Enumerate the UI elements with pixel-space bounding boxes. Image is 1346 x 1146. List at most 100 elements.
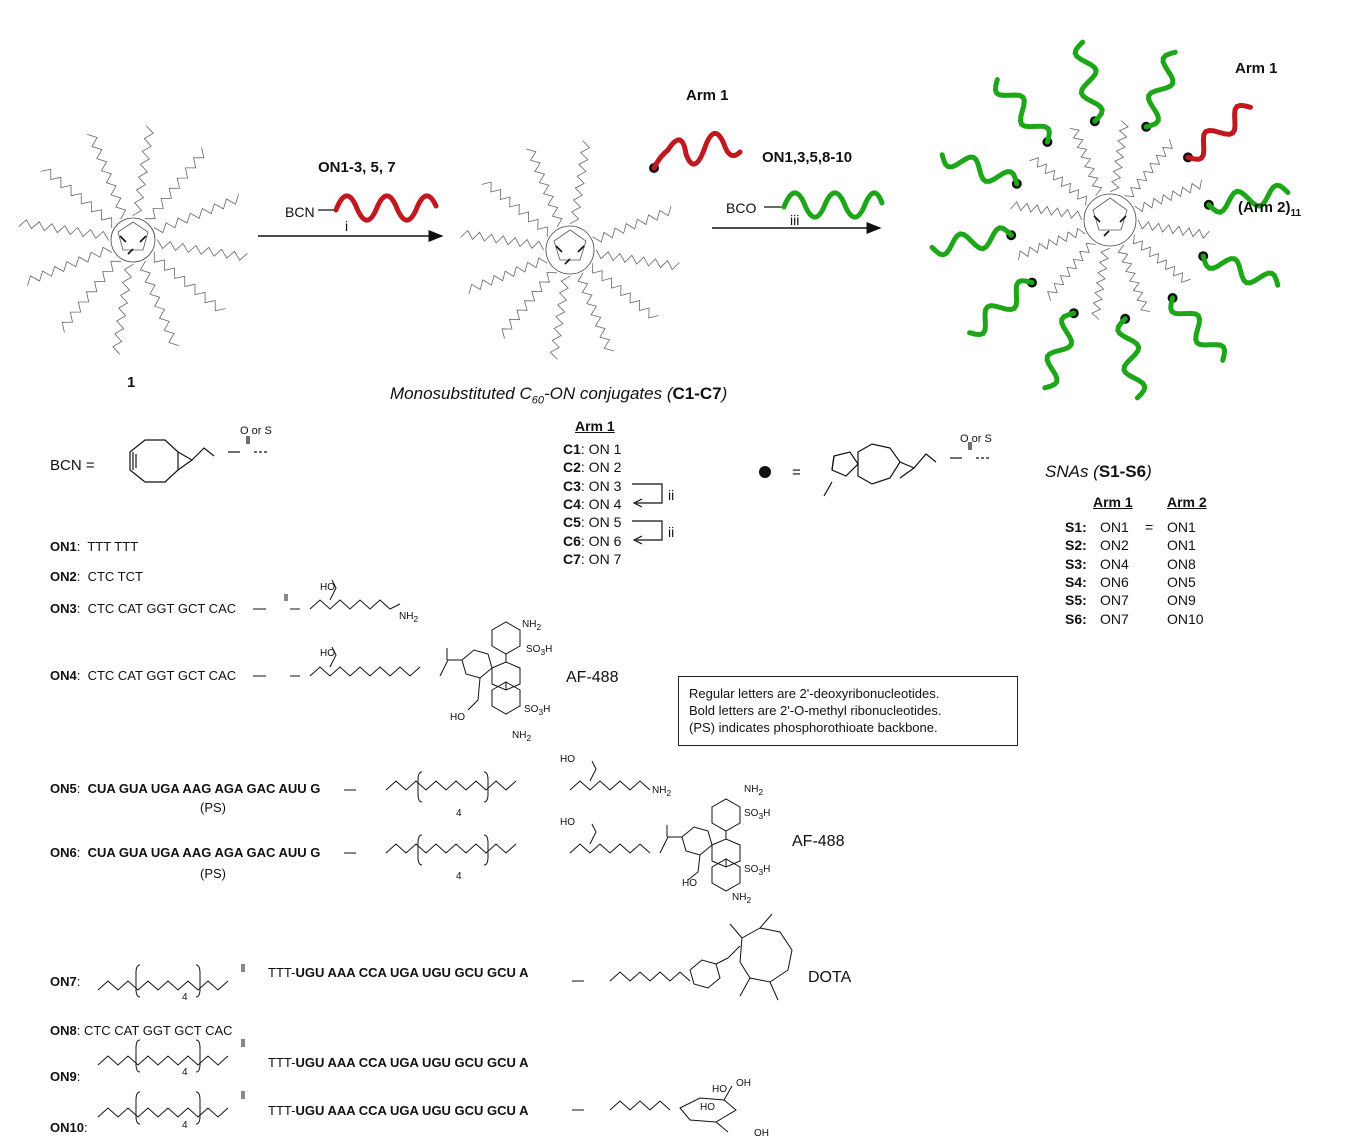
on3-ho: HO bbox=[320, 582, 335, 593]
on5-ho: HO bbox=[560, 754, 575, 765]
on10-peg-n: 4 bbox=[182, 1120, 188, 1131]
peg-arm bbox=[153, 194, 239, 234]
on4-entry: ON4: CTC CAT GGT GCT CAC bbox=[50, 668, 237, 683]
peg-arm bbox=[1124, 139, 1173, 198]
af488-label-on4: AF-488 bbox=[566, 669, 619, 686]
conv-ii-2: ii bbox=[668, 524, 675, 540]
peg-arm bbox=[87, 134, 127, 220]
peg-arm bbox=[1117, 244, 1151, 312]
arm2-strand bbox=[1042, 310, 1077, 391]
on4-so3h-bottom: SO3H bbox=[524, 704, 551, 717]
peg-arm bbox=[481, 181, 548, 237]
on3-nh2: NH2 bbox=[399, 611, 419, 624]
conjugate-row: C6: ON 6 bbox=[563, 532, 622, 549]
peg-arm bbox=[592, 205, 672, 243]
peg-arm bbox=[1029, 157, 1088, 206]
arm1-label-right: Arm 1 bbox=[1235, 60, 1278, 77]
conjugate-row: C4: ON 4 bbox=[563, 495, 622, 512]
triazole-node-legend bbox=[759, 466, 771, 478]
on6-nh2: NH2 bbox=[744, 784, 764, 797]
legend-line-3: (PS) indicates phosphorothioate backbone… bbox=[689, 720, 938, 735]
arm2-strand bbox=[992, 77, 1052, 145]
fullerene-1 bbox=[18, 125, 248, 355]
peg-arm bbox=[460, 229, 545, 251]
step-iii-roman: iii bbox=[790, 212, 800, 228]
on6-ps: (PS) bbox=[200, 866, 226, 881]
conjugate-row: C7: ON 7 bbox=[563, 550, 622, 567]
sna-row-arm2: ON1 bbox=[1167, 519, 1196, 535]
sna-row-id: S3: bbox=[1065, 555, 1087, 572]
on7-id: ON7: bbox=[50, 974, 81, 989]
conjugate-row: C1: ON 1 bbox=[563, 441, 622, 457]
sna-row-arm2: ON9 bbox=[1167, 592, 1196, 609]
on5-ps: (PS) bbox=[200, 800, 226, 815]
sna-row-arm2: ON5 bbox=[1167, 573, 1196, 590]
arm1-label-mid: Arm 1 bbox=[686, 87, 729, 104]
step-iii-linker: BCO bbox=[726, 200, 757, 216]
step-i-reagent: ON1-3, 5, 7 bbox=[318, 159, 396, 176]
peg-arm bbox=[1110, 120, 1129, 193]
sna-row-id: S6: bbox=[1065, 610, 1087, 627]
on5-peg-n: 4 bbox=[456, 808, 462, 819]
sna-row-id: S5: bbox=[1065, 592, 1087, 609]
sna-row-arm2: ON10 bbox=[1167, 610, 1204, 627]
on6-peg-n: 4 bbox=[456, 871, 462, 882]
on9-linker bbox=[97, 1039, 245, 1073]
sna-core bbox=[1010, 120, 1210, 320]
on6-ho-acid: HO bbox=[682, 878, 697, 889]
peg-arm bbox=[156, 239, 248, 261]
on9-id: ON9: bbox=[50, 1069, 81, 1084]
peg-arm bbox=[153, 251, 226, 312]
red-strand-reagent bbox=[333, 193, 439, 223]
sna-row-id: S2: bbox=[1065, 537, 1087, 554]
bcn-definition: BCN = bbox=[50, 457, 95, 474]
dota-label: DOTA bbox=[808, 969, 852, 986]
conjugates-header: Arm 1 bbox=[575, 418, 615, 434]
peg-arm bbox=[592, 263, 659, 319]
on10-oh-1: OH bbox=[736, 1078, 751, 1089]
peg-arm bbox=[144, 147, 205, 220]
snas-title: SNAs (S1-S6) bbox=[1045, 462, 1152, 481]
triazole-structure bbox=[823, 442, 990, 497]
sna-row-arm2: ON8 bbox=[1167, 555, 1196, 572]
peg-arm bbox=[1069, 128, 1103, 196]
on8-entry: ON8: CTC CAT GGT GCT CAC bbox=[50, 1023, 233, 1038]
on4-nh2-bottom: NH2 bbox=[512, 730, 532, 743]
on10-linker bbox=[97, 1085, 737, 1133]
peg-arm bbox=[549, 275, 571, 360]
legend-line-1: Regular letters are 2'-deoxyribonucleoti… bbox=[689, 686, 940, 701]
snas-col-arm2: Arm 2 bbox=[1167, 494, 1207, 510]
arm2-strand bbox=[1143, 49, 1178, 130]
on10-ho-2: HO bbox=[712, 1084, 727, 1095]
arm2-strand bbox=[1200, 253, 1281, 288]
peg-arm bbox=[569, 140, 591, 225]
compound-1-label: 1 bbox=[127, 374, 136, 391]
arm2-label: (Arm 2)11 bbox=[1238, 199, 1302, 220]
legend-box: Regular letters are 2'-deoxyribonucleoti… bbox=[678, 676, 1018, 746]
sna-row-arm1: ON2 bbox=[1100, 537, 1129, 554]
sna-row-id: S4: bbox=[1065, 573, 1087, 590]
arm2-strand bbox=[1206, 182, 1291, 215]
sna-row-arm1: ON7 bbox=[1100, 610, 1129, 627]
conjugate-row: C2: ON 2 bbox=[563, 459, 622, 476]
green-strand-reagent bbox=[781, 190, 885, 220]
sna-row-id: S1: bbox=[1065, 519, 1087, 535]
on6-so3h-top: SO3H bbox=[744, 808, 771, 821]
on6-entry: ON6: CUA GUA UGA AAG AGA GAC AUU G bbox=[50, 845, 321, 860]
sna-row-arm1: ON4 bbox=[1100, 555, 1129, 572]
peg-arm bbox=[1018, 227, 1086, 261]
peg-arm bbox=[468, 257, 548, 295]
arm2-strand bbox=[1115, 316, 1148, 401]
sna-row-arm1: ON6 bbox=[1100, 573, 1129, 590]
on6-ho: HO bbox=[560, 817, 575, 828]
arm2-strand bbox=[967, 278, 1035, 338]
peg-arm bbox=[1134, 179, 1202, 213]
on9-seq: TTT-UGU AAA CCA UGA UGU GCU GCU A bbox=[268, 1055, 529, 1070]
on4-linker bbox=[253, 621, 521, 715]
peg-arm bbox=[27, 246, 113, 286]
on4-ho-acid: HO bbox=[450, 712, 465, 723]
peg-arm bbox=[112, 263, 134, 355]
snas-col-arm1: Arm 1 bbox=[1093, 494, 1133, 510]
conjugate-row: C3: ON 3 bbox=[563, 477, 622, 494]
